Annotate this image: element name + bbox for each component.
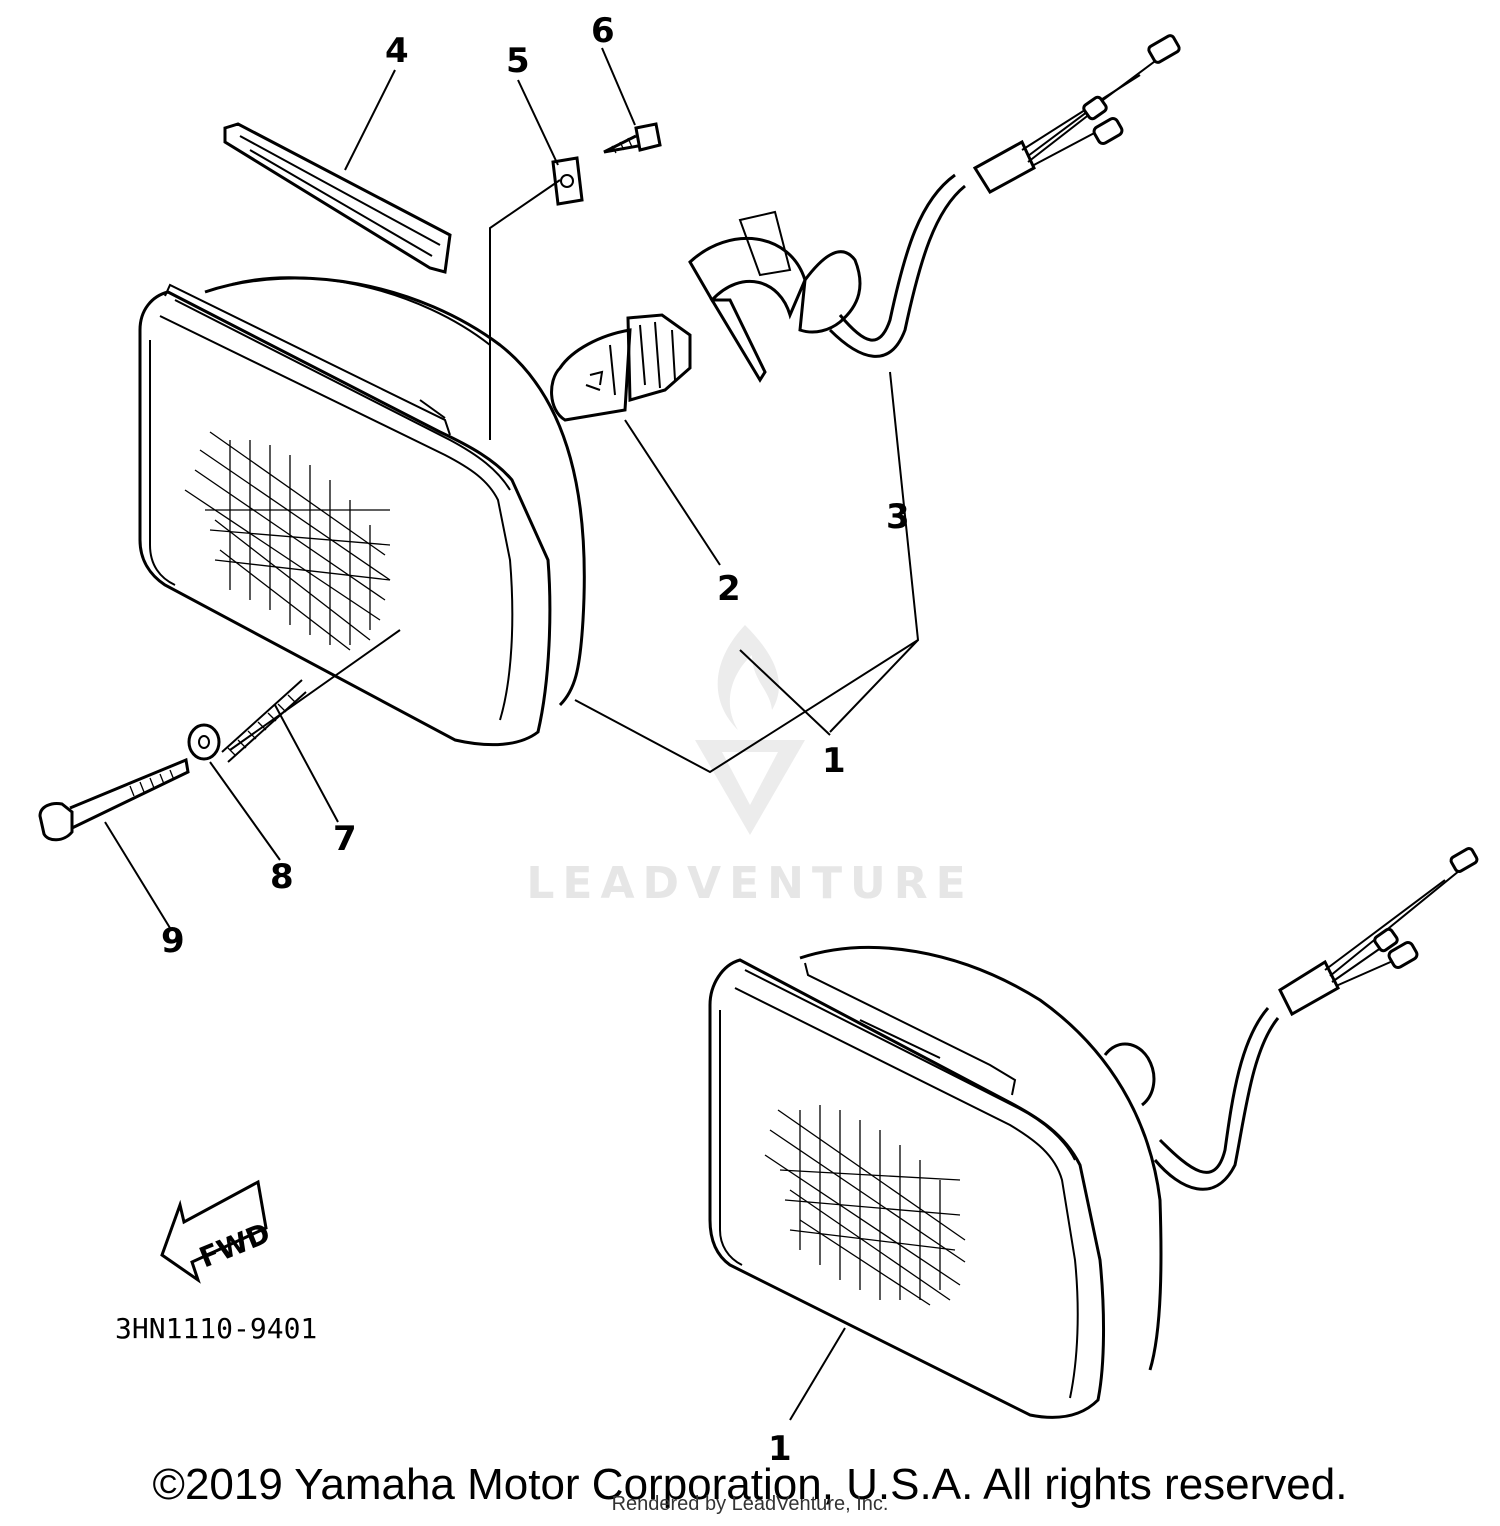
part-7-spring xyxy=(221,679,307,763)
part-4-trim-strip xyxy=(223,122,452,274)
callout-7: 7 xyxy=(333,819,357,859)
part-8-washer xyxy=(187,723,221,761)
copyright-notice: ©2019 Yamaha Motor Corporation, U.S.A. A… xyxy=(152,1460,1348,1509)
callout-6: 6 xyxy=(591,11,615,51)
callout-2: 2 xyxy=(717,569,741,609)
fwd-label: FWD xyxy=(195,1216,275,1274)
rendered-by-notice: Rendered by LeadVenture, Inc. xyxy=(611,1493,889,1515)
watermark-text: LEADVENTURE xyxy=(526,858,973,909)
part-5-clip-nut xyxy=(551,156,584,206)
drawing-code: 3HN1110-9401 xyxy=(115,1312,317,1345)
callout-1-upper: 1 xyxy=(822,741,846,781)
callout-9: 9 xyxy=(161,921,185,961)
upper-lens-pattern xyxy=(184,431,391,651)
part-9-bolt xyxy=(38,757,190,842)
callout-3: 3 xyxy=(886,497,910,537)
callout-8: 8 xyxy=(270,857,294,897)
leader-lines xyxy=(104,47,920,1421)
callout-1-lower: 1 xyxy=(768,1429,792,1469)
lower-headlight-assembly xyxy=(708,847,1479,1419)
callout-4: 4 xyxy=(385,31,409,71)
part-3-socket-harness xyxy=(688,34,1181,383)
fwd-arrow-icon: FWD xyxy=(160,1179,275,1284)
callout-5: 5 xyxy=(506,41,530,81)
part-2-bulb xyxy=(550,313,692,422)
part-6-screw xyxy=(603,122,662,154)
callout-labels: 4 5 6 3 2 1 7 8 9 1 xyxy=(161,11,910,1469)
upper-headlight-assembly xyxy=(138,276,586,747)
flame-logo-icon xyxy=(695,625,805,835)
watermark: LEADVENTURE xyxy=(526,625,973,909)
lower-lens-pattern xyxy=(764,1105,966,1306)
